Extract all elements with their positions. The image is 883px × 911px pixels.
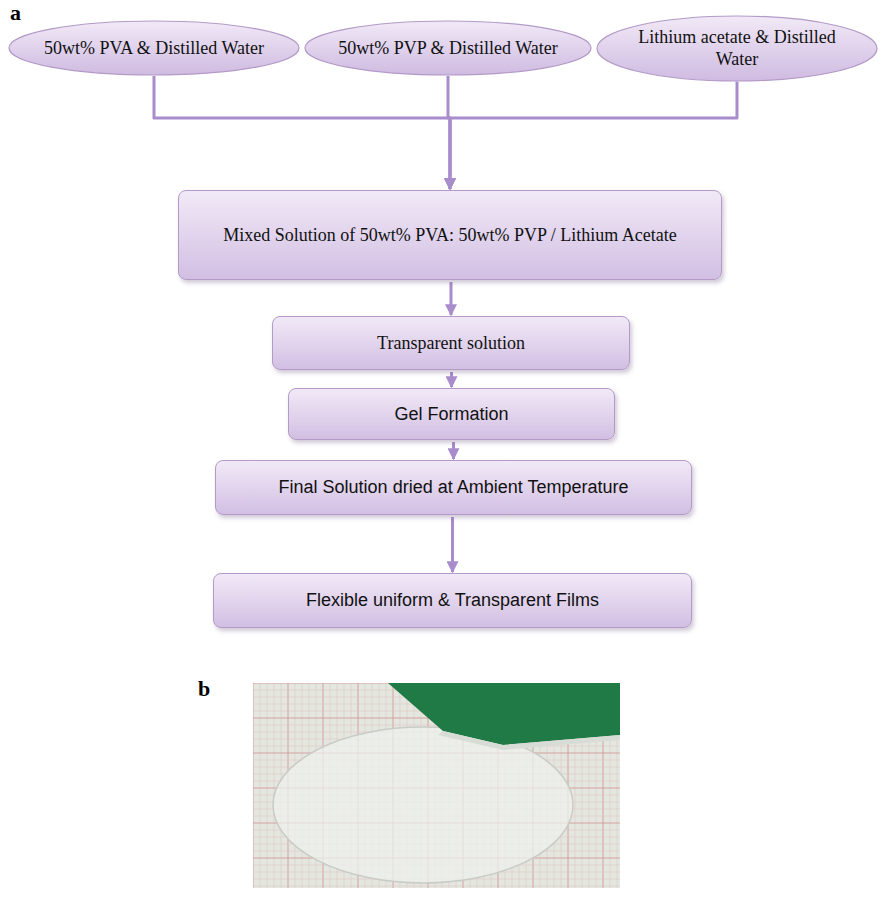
flow-arrow: [450, 372, 453, 387]
node-text: Lithium acetate & Distilled Water: [630, 26, 844, 71]
transparent-film: [273, 727, 573, 883]
grid-line: [253, 683, 254, 888]
green-sheet: [388, 683, 620, 745]
panel-label: a: [10, 0, 21, 26]
flow-arrow: [452, 442, 455, 459]
flow-arrow: [154, 76, 450, 189]
flow-arrow: [451, 517, 454, 572]
panel-label: b: [198, 676, 210, 702]
process-box: Flexible uniform & Transparent Films: [213, 573, 692, 628]
ellipse-shape: [597, 16, 877, 81]
grid-line: [260, 683, 261, 888]
node-text: 50wt% PVA & Distilled Water: [44, 37, 264, 60]
graph-paper: [253, 683, 620, 888]
grid-line: [253, 886, 620, 887]
flow-arrow: [450, 282, 453, 315]
ellipse-shape: [305, 21, 591, 75]
flow-arrow: [450, 82, 737, 190]
graph-grid: [253, 683, 620, 888]
input-ellipse: Lithium acetate & Distilled Water: [596, 15, 878, 82]
grid-line: [274, 683, 275, 888]
process-box: Transparent solution: [272, 316, 630, 370]
input-ellipse: 50wt% PVP & Distilled Water: [304, 20, 592, 76]
node-text: Flexible uniform & Transparent Films: [306, 589, 599, 612]
ellipse-outline: [596, 15, 878, 82]
process-box: Mixed Solution of 50wt% PVA: 50wt% PVP /…: [178, 190, 722, 280]
node-text: Transparent solution: [377, 332, 525, 355]
node-text: Final Solution dried at Ambient Temperat…: [279, 476, 629, 499]
node-text: Gel Formation: [394, 403, 508, 426]
film-photograph: [253, 683, 620, 888]
sheet-edge: [438, 731, 620, 750]
grid-line: [267, 683, 268, 888]
node-text: 50wt% PVP & Distilled Water: [338, 37, 558, 60]
process-box: Gel Formation: [288, 388, 615, 440]
process-box: Final Solution dried at Ambient Temperat…: [215, 460, 692, 515]
node-text: Mixed Solution of 50wt% PVA: 50wt% PVP /…: [223, 224, 677, 247]
ellipse-shape: [9, 21, 299, 75]
input-ellipse: 50wt% PVA & Distilled Water: [8, 20, 300, 76]
